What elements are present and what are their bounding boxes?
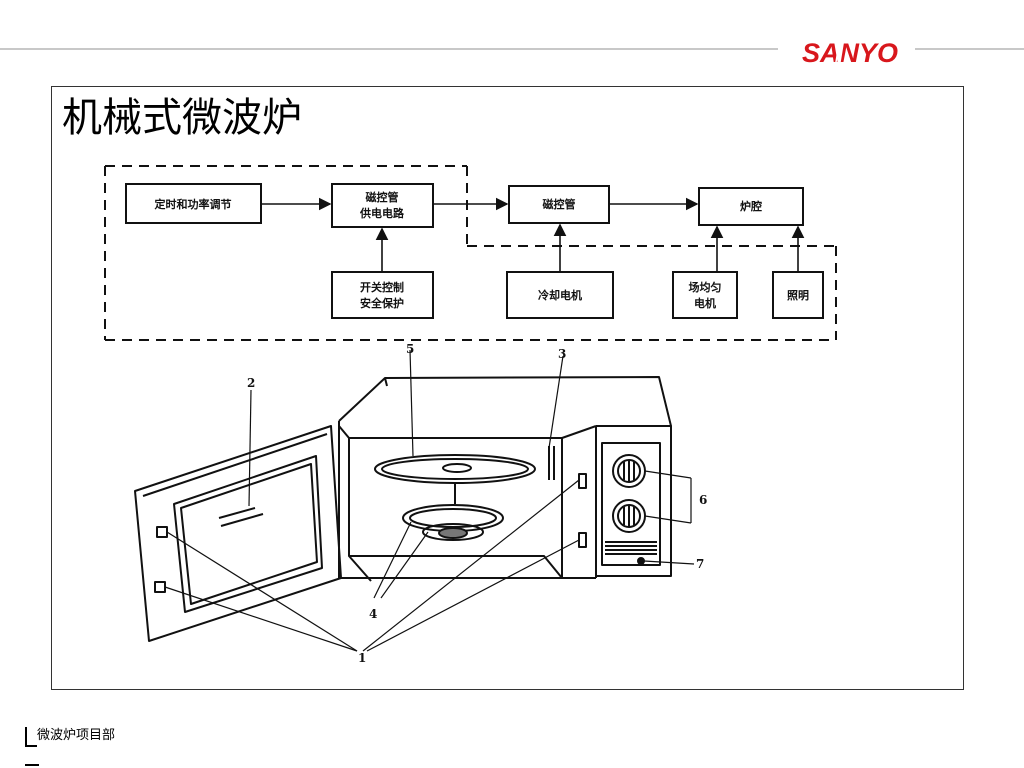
- door-latch-upper: [156, 526, 168, 538]
- cooling-label: 冷却电机: [538, 288, 582, 302]
- diagram-arrows: [261, 197, 805, 272]
- stirrer-box: [672, 271, 738, 319]
- callout-5: 5: [406, 342, 414, 356]
- callout-7: 7: [696, 557, 704, 571]
- footer-department: 微波炉项目部: [37, 728, 116, 743]
- callout-6: 6: [699, 493, 707, 507]
- magnetron-label: 磁控管: [543, 197, 576, 211]
- dashed-boundary: [104, 165, 837, 341]
- callout-3: 3: [558, 347, 566, 361]
- slide-title: 机械式微波炉: [62, 95, 302, 141]
- cavity-box: [698, 187, 804, 226]
- switch-label-2: 安全保护: [360, 296, 404, 310]
- switch-label-1: 开关控制: [360, 280, 404, 294]
- header-rule-right: [915, 48, 1024, 50]
- interlock-switch-upper: [578, 473, 587, 489]
- microwave-figure: 定时和功率调节 磁控管 供电电路 磁控管 炉腔 开关控制 安全保护 冷却电机 场…: [104, 165, 837, 665]
- supply-label-1: 磁控管: [366, 190, 399, 204]
- cabinet-top: [338, 376, 672, 427]
- switch-box: [331, 271, 434, 319]
- supply-label-2: 供电电路: [359, 206, 405, 220]
- cavity-label: 炉腔: [740, 199, 762, 213]
- supply-box: [331, 183, 434, 228]
- control-panel: [601, 442, 661, 566]
- magnetron-box: [508, 185, 610, 224]
- door-window: [173, 455, 323, 613]
- brand-wordmark: SANYO: [802, 38, 898, 68]
- content-frame: [51, 86, 964, 690]
- callout-1: 1: [358, 651, 366, 665]
- microwave-drawing: [134, 376, 672, 642]
- door-release: [637, 557, 645, 565]
- sanyo-logo: SANYO: [802, 37, 898, 69]
- cooling-box: [506, 271, 614, 319]
- timer-label: 定时和功率调节: [155, 197, 232, 211]
- diagram-boxes: [125, 183, 824, 319]
- interlock-switch-lower: [578, 532, 587, 548]
- callout-lines: [164, 349, 695, 652]
- footer-tick: [25, 764, 39, 766]
- lighting-label: 照明: [787, 289, 809, 302]
- footer-bracket: [25, 727, 37, 747]
- stirrer-label-2: 电机: [694, 296, 716, 310]
- door-latch-lower: [154, 581, 166, 593]
- door: [134, 425, 342, 642]
- callout-4: 4: [369, 607, 377, 621]
- timer-box: [125, 183, 262, 224]
- stirrer-label-1: 场均匀: [689, 280, 722, 294]
- lighting-box: [772, 271, 824, 319]
- header-rule-left: [0, 48, 778, 50]
- callout-2: 2: [247, 376, 255, 390]
